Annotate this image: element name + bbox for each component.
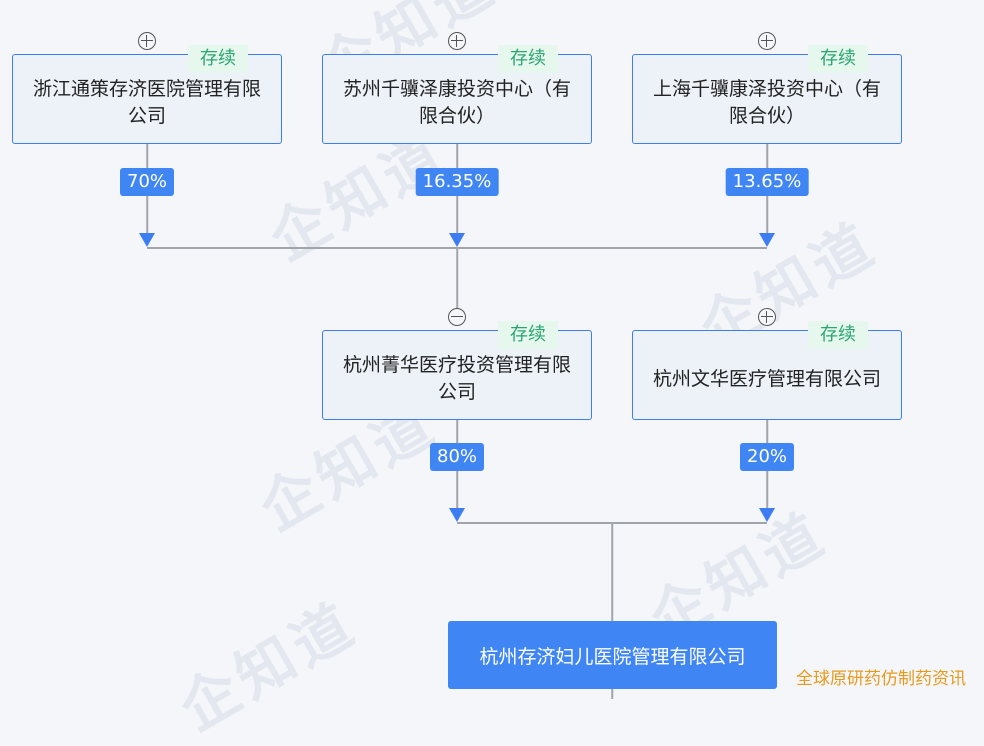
watermark: 企知道 <box>168 588 369 744</box>
shareholder-node[interactable]: 上海千骥康泽投资中心（有限合伙） <box>632 54 902 144</box>
intermediate-node[interactable]: 杭州文华医疗管理有限公司 <box>632 330 902 420</box>
status-badge: 存续 <box>498 45 558 73</box>
percentage-badge: 20% <box>739 443 795 471</box>
company-name: 上海千骥康泽投资中心（有限合伙） <box>652 78 881 127</box>
arrow-down-icon <box>449 508 465 522</box>
percentage-badge: 13.65% <box>725 168 809 196</box>
connector-line <box>456 247 458 312</box>
connector-line <box>611 522 613 621</box>
status-badge: 存续 <box>498 321 558 349</box>
arrow-down-icon <box>759 508 775 522</box>
company-name: 苏州千骥泽康投资中心（有限合伙） <box>342 78 571 127</box>
percentage-badge: 70% <box>119 168 175 196</box>
percentage-badge: 16.35% <box>415 168 499 196</box>
percentage-badge: 80% <box>429 443 485 471</box>
status-badge: 存续 <box>808 45 868 73</box>
arrow-down-icon <box>139 233 155 247</box>
status-badge: 存续 <box>808 321 868 349</box>
expand-plus-icon[interactable] <box>758 308 776 326</box>
company-name: 浙江通策存济医院管理有限公司 <box>32 78 261 127</box>
equity-diagram: 企知道 企知道 企知道 企知道 企知道 企知道 浙江通策存济医院管理有限公司 存… <box>12 0 966 744</box>
arrow-down-icon <box>759 233 775 247</box>
expand-plus-icon[interactable] <box>138 32 156 50</box>
footer-caption: 全球原研药仿制药资讯 <box>796 669 966 689</box>
company-name: 杭州文华医疗管理有限公司 <box>652 367 881 390</box>
company-name: 杭州菁华医疗投资管理有限公司 <box>342 354 571 403</box>
collapse-minus-icon[interactable] <box>448 308 466 326</box>
company-name: 杭州存济妇儿医院管理有限公司 <box>479 645 746 668</box>
expand-plus-icon[interactable] <box>448 32 466 50</box>
expand-plus-icon[interactable] <box>758 32 776 50</box>
status-badge: 存续 <box>188 45 248 73</box>
arrow-down-icon <box>449 233 465 247</box>
connector-line <box>611 689 613 699</box>
target-company-node[interactable]: 杭州存济妇儿医院管理有限公司 <box>448 621 777 689</box>
